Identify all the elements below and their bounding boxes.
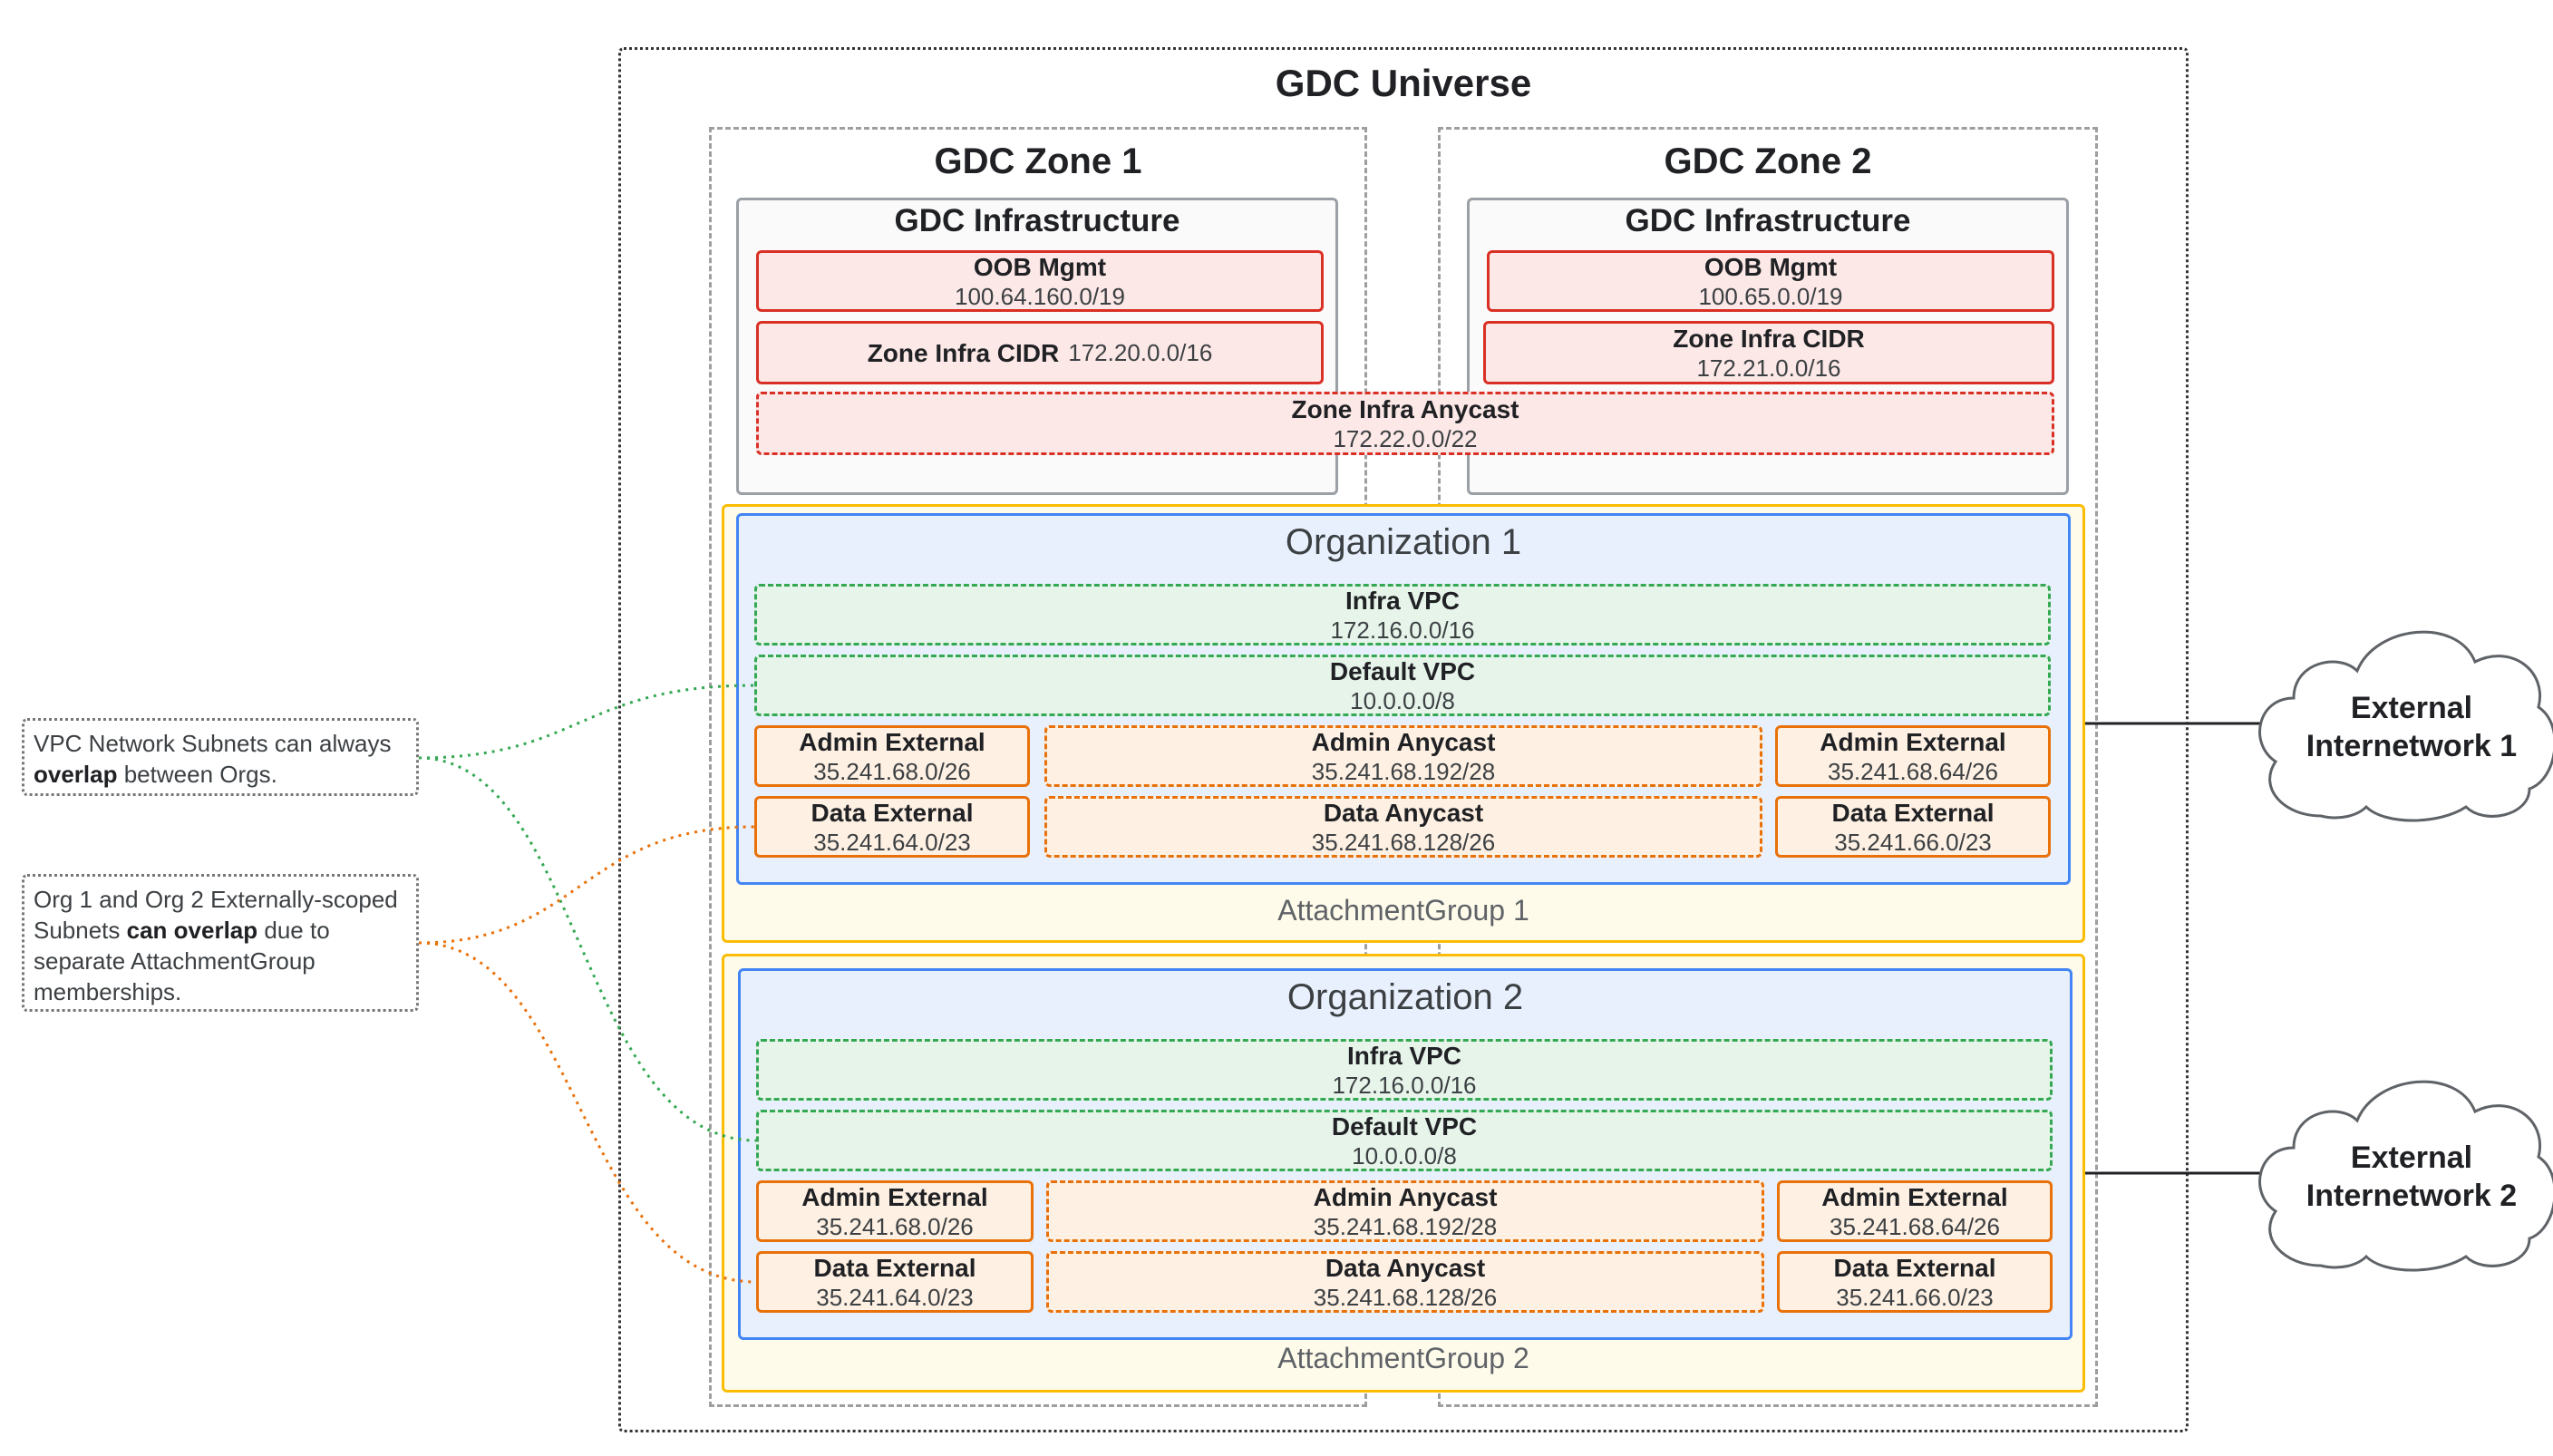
admin-external-label: Admin External <box>799 727 985 756</box>
data-anycast-cidr: 35.241.68.128/26 <box>1311 828 1496 856</box>
zone-1-oob-mgmt: OOB Mgmt 100.64.160.0/19 <box>756 250 1324 312</box>
org-1-admin-anycast: Admin Anycast 35.241.68.192/28 <box>1044 725 1762 787</box>
data-anycast-label: Data Anycast <box>1323 798 1484 827</box>
note-vpc-overlap: VPC Network Subnets can always overlap b… <box>22 718 419 796</box>
zone-infra-cidr-value: 172.20.0.0/16 <box>1068 339 1213 366</box>
infra-vpc-label: Infra VPC <box>1344 586 1461 615</box>
gdc-universe <box>618 47 2189 1432</box>
default-vpc-cidr: 10.0.0.0/8 <box>1350 686 1455 714</box>
zone-infra-anycast-label: Zone Infra Anycast <box>1291 394 1519 423</box>
oob-mgmt-cidr: 100.64.160.0/19 <box>955 282 1125 310</box>
admin-external-cidr: 35.241.68.0/26 <box>813 757 971 785</box>
org-2-data-anycast: Data Anycast 35.241.68.128/26 <box>1046 1251 1764 1313</box>
org-2-admin-anycast: Admin Anycast 35.241.68.192/28 <box>1046 1180 1764 1242</box>
note-text: between Orgs. <box>117 761 277 788</box>
note-text: VPC Network Subnets can always <box>34 730 392 757</box>
admin-external-label: Admin External <box>1820 727 2006 756</box>
cloud-label-line: Internetwork 2 <box>2305 1179 2518 1213</box>
data-external-cidr: 35.241.66.0/23 <box>1834 828 1992 856</box>
admin-anycast-cidr: 35.241.68.192/28 <box>1313 1212 1498 1240</box>
org-1-admin-external-left: Admin External 35.241.68.0/26 <box>754 725 1030 787</box>
note-text: due to separate AttachmentGroup membersh… <box>34 917 330 1005</box>
connector-note1-org1-default-vpc <box>418 684 755 760</box>
universe-title: GDC Universe <box>1275 62 1532 104</box>
cloud-2-label: External Internetwork 2 <box>2276 1139 2548 1215</box>
zone-2-title: GDC Zone 2 <box>1664 141 1872 181</box>
data-anycast-label: Data Anycast <box>1325 1253 1486 1282</box>
admin-external-cidr: 35.241.68.64/26 <box>1830 1212 2000 1240</box>
zone-2-zone-infra-cidr: Zone Infra CIDR 172.21.0.0/16 <box>1483 321 2054 384</box>
zone-1-zone-infra-cidr: Zone Infra CIDR 172.20.0.0/16 <box>756 321 1324 384</box>
connector-note2-org2-data-external <box>418 941 757 1284</box>
zone-infra-cidr-label: Zone Infra CIDR <box>867 338 1060 367</box>
oob-mgmt-cidr: 100.65.0.0/19 <box>1698 282 1843 310</box>
org-2-admin-external-right: Admin External 35.241.68.64/26 <box>1777 1180 2053 1242</box>
note-text: Org 1 and Org 2 Externally-scoped Subnet… <box>34 886 398 944</box>
org-1-default-vpc: Default VPC 10.0.0.0/8 <box>754 655 2051 716</box>
note-emphasis: can overlap <box>126 917 258 944</box>
zone-infra-cidr-value: 172.21.0.0/16 <box>1696 354 1841 382</box>
org-2-data-external-right: Data External 35.241.66.0/23 <box>1777 1251 2053 1313</box>
data-external-cidr: 35.241.66.0/23 <box>1836 1283 1994 1311</box>
data-external-label: Data External <box>1831 798 1995 827</box>
data-external-label: Data External <box>1833 1253 1996 1282</box>
default-vpc-label: Default VPC <box>1329 656 1476 685</box>
connector-note2-org1-data-external <box>418 825 755 945</box>
connector-note1-org2-default-vpc <box>418 756 757 1142</box>
data-external-label: Data External <box>811 798 974 827</box>
admin-external-cidr: 35.241.68.64/26 <box>1828 757 1998 785</box>
org-2-data-external-left: Data External 35.241.64.0/23 <box>756 1251 1034 1313</box>
attachment-group-1-label: AttachmentGroup 1 <box>1277 894 1529 927</box>
zone-1-title: GDC Zone 1 <box>934 141 1142 181</box>
org-2-infra-vpc: Infra VPC 172.16.0.0/16 <box>756 1039 2053 1101</box>
cloud-label-line: External <box>2350 691 2473 725</box>
default-vpc-label: Default VPC <box>1331 1111 1478 1141</box>
org-1-data-external-right: Data External 35.241.66.0/23 <box>1775 796 2051 858</box>
org-1-infra-vpc: Infra VPC 172.16.0.0/16 <box>754 584 2051 645</box>
infra-vpc-cidr: 172.16.0.0/16 <box>1332 1071 1477 1099</box>
org-1-admin-external-right: Admin External 35.241.68.64/26 <box>1775 725 2051 787</box>
org-2-admin-external-left: Admin External 35.241.68.0/26 <box>756 1180 1034 1242</box>
data-external-cidr: 35.241.64.0/23 <box>813 828 971 856</box>
infra-vpc-label: Infra VPC <box>1346 1041 1462 1070</box>
data-external-label: Data External <box>813 1253 976 1282</box>
cloud-internetwork-2 <box>2258 1080 2553 1272</box>
organization-1-title: Organization 1 <box>1285 522 1522 562</box>
admin-anycast-label: Admin Anycast <box>1313 1182 1498 1211</box>
cloud-1-label: External Internetwork 1 <box>2276 689 2548 765</box>
admin-external-label: Admin External <box>1821 1182 2008 1211</box>
admin-anycast-label: Admin Anycast <box>1311 727 1496 756</box>
org-1-data-external-left: Data External 35.241.64.0/23 <box>754 796 1030 858</box>
org-1-data-anycast: Data Anycast 35.241.68.128/26 <box>1044 796 1762 858</box>
cloud-label-line: External <box>2350 1141 2473 1175</box>
cloud-label-line: Internetwork 1 <box>2305 729 2518 763</box>
default-vpc-cidr: 10.0.0.0/8 <box>1352 1141 1457 1170</box>
zone-infra-anycast-cidr: 172.22.0.0/22 <box>1333 424 1478 452</box>
admin-external-label: Admin External <box>801 1182 988 1211</box>
attachment-group-2-label: AttachmentGroup 2 <box>1277 1342 1529 1374</box>
admin-anycast-cidr: 35.241.68.192/28 <box>1311 757 1496 785</box>
zone-2-infrastructure-title: GDC Infrastructure <box>1625 203 1911 238</box>
data-anycast-cidr: 35.241.68.128/26 <box>1313 1283 1498 1311</box>
zone-1-infrastructure-title: GDC Infrastructure <box>894 203 1180 238</box>
note-external-overlap: Org 1 and Org 2 Externally-scoped Subnet… <box>22 874 419 1012</box>
zone-infra-anycast: Zone Infra Anycast 172.22.0.0/22 <box>756 392 2054 455</box>
zone-2-oob-mgmt: OOB Mgmt 100.65.0.0/19 <box>1487 250 2054 312</box>
zone-infra-cidr-label: Zone Infra CIDR <box>1673 324 1865 353</box>
data-external-cidr: 35.241.64.0/23 <box>816 1283 974 1311</box>
note-emphasis: overlap <box>34 761 118 788</box>
infra-vpc-cidr: 172.16.0.0/16 <box>1330 616 1475 644</box>
cloud-internetwork-1 <box>2258 630 2553 822</box>
organization-2-title: Organization 2 <box>1286 977 1524 1017</box>
oob-mgmt-label: OOB Mgmt <box>1704 252 1838 281</box>
admin-external-cidr: 35.241.68.0/26 <box>816 1212 974 1240</box>
oob-mgmt-label: OOB Mgmt <box>973 252 1107 281</box>
org-2-default-vpc: Default VPC 10.0.0.0/8 <box>756 1110 2053 1171</box>
